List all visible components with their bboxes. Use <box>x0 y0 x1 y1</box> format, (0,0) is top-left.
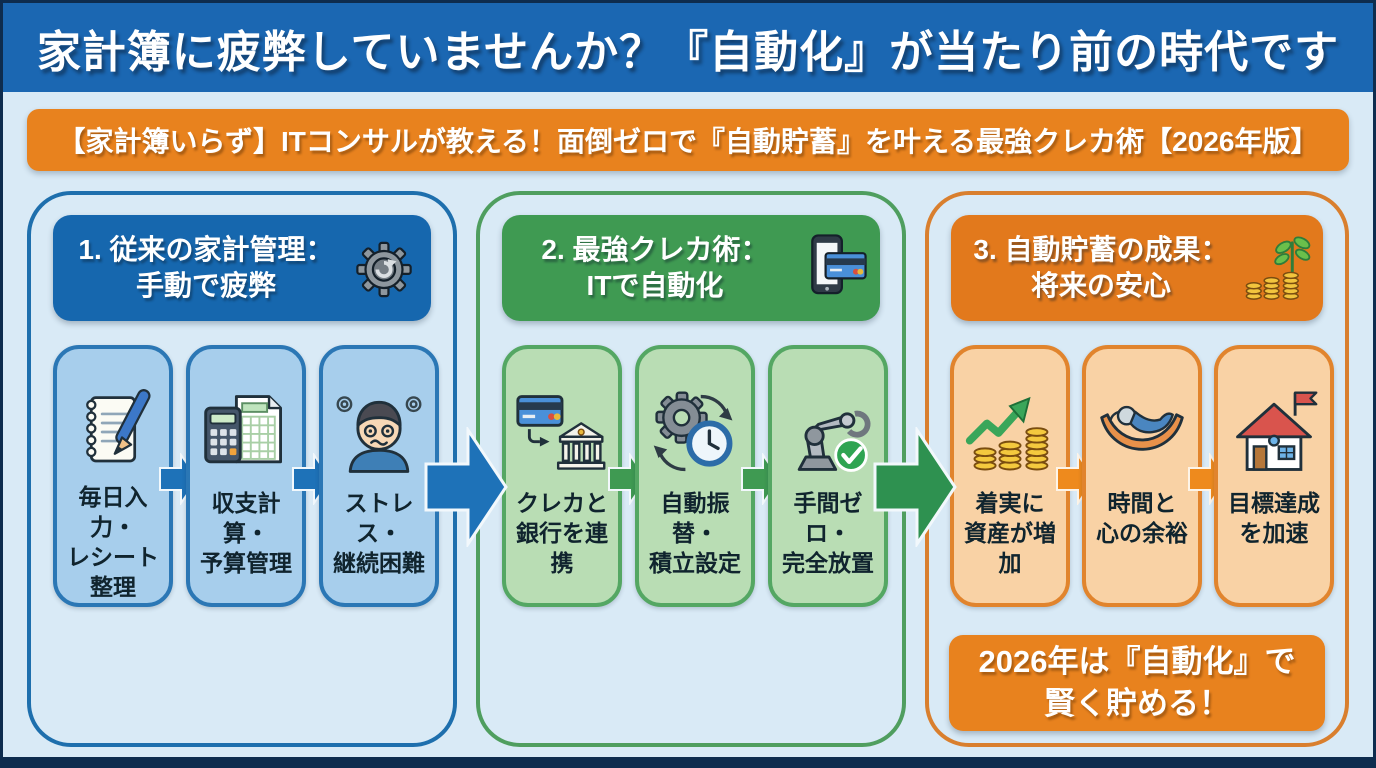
phone-card-icon <box>811 234 867 295</box>
column-manual-header: 1. 従来の家計管理： 手動で疲弊 <box>53 215 431 321</box>
card-asset-growth: 着実に 資産が増加 <box>950 345 1070 607</box>
column-manual-title: 1. 従来の家計管理： 手動で疲弊 <box>78 233 334 301</box>
card-goal-achievement: 目標達成 を加速 <box>1214 345 1334 607</box>
house-flag-icon <box>1236 391 1318 471</box>
card-asset-growth-label: 着実に 資産が増加 <box>964 490 1056 576</box>
growth-coins-icon <box>965 396 1049 471</box>
gear-clock-icon <box>653 391 733 472</box>
card-bank-icon <box>516 395 606 470</box>
card-peace-of-mind-label: 時間と 心の余裕 <box>1096 490 1188 546</box>
hammock-icon <box>1100 405 1184 451</box>
card-link-bank: クレカと 銀行を連携 <box>502 345 622 607</box>
card-peace-of-mind: 時間と 心の余裕 <box>1082 345 1202 607</box>
stressed-person-icon <box>336 396 422 473</box>
card-auto-transfer: 自動振替・ 積立設定 <box>635 345 755 607</box>
column-automation-title: 2. 最強クレカ術： ITで自動化 <box>541 233 769 301</box>
card-zero-effort-label: 手間ゼロ・ 完全放置 <box>782 490 874 576</box>
card-zero-effort: 手間ゼロ・ 完全放置 <box>768 345 888 607</box>
page-background: 家計簿に疲弊していませんか？『自動化』が当たり前の時代です 【家計簿いらず】IT… <box>3 3 1373 757</box>
column-manual-budgeting: 1. 従来の家計管理： 手動で疲弊 <box>27 191 457 747</box>
card-goal-achievement-label: 目標達成 を加速 <box>1228 490 1320 546</box>
card-auto-transfer-label: 自動振替・ 積立設定 <box>649 490 741 576</box>
column-results-title: 3. 自動貯蓄の成果： 将来の安心 <box>973 233 1229 301</box>
flow-arrow-blue-icon <box>424 427 508 547</box>
card-stress: ストレス・ 継続困難 <box>319 345 439 607</box>
flow-arrow-green-icon <box>873 427 957 547</box>
card-daily-entry: 毎日入力・ レシート 整理 <box>53 345 173 607</box>
calculator-sheet-icon <box>204 395 282 464</box>
main-title-banner: 家計簿に疲弊していませんか？『自動化』が当たり前の時代です <box>3 3 1373 92</box>
column-automation-header: 2. 最強クレカ術： ITで自動化 <box>502 215 880 321</box>
subtitle-text: 【家計簿いらず】ITコンサルが教える！面倒ゼロで『自動貯蓄』を叶える最強クレカ術… <box>57 126 1319 157</box>
card-budget-calc: 収支計算・ 予算管理 <box>186 345 306 607</box>
column-results: 3. 自動貯蓄の成果： 将来の安心 <box>925 191 1349 747</box>
robot-check-icon <box>797 410 871 472</box>
gear-sync-icon <box>356 241 412 298</box>
card-daily-entry-label: 毎日入力・ レシート 整理 <box>67 484 159 601</box>
conclusion-text: 2026年は『自動化』で 賢く貯める！ <box>978 644 1296 721</box>
column-results-header: 3. 自動貯蓄の成果： 将来の安心 <box>951 215 1323 321</box>
plant-coins-icon <box>1245 236 1311 300</box>
card-budget-calc-label: 収支計算・ 予算管理 <box>200 490 292 576</box>
column-automation: 2. 最強クレカ術： ITで自動化 <box>476 191 906 747</box>
conclusion-box: 2026年は『自動化』で 賢く貯める！ <box>949 635 1325 731</box>
subtitle-banner: 【家計簿いらず】ITコンサルが教える！面倒ゼロで『自動貯蓄』を叶える最強クレカ術… <box>27 109 1349 171</box>
card-link-bank-label: クレカと 銀行を連携 <box>516 490 608 576</box>
main-title: 家計簿に疲弊していませんか？『自動化』が当たり前の時代です <box>36 27 1340 77</box>
card-stress-label: ストレス・ 継続困難 <box>333 490 425 576</box>
notebook-pen-icon <box>86 389 151 463</box>
